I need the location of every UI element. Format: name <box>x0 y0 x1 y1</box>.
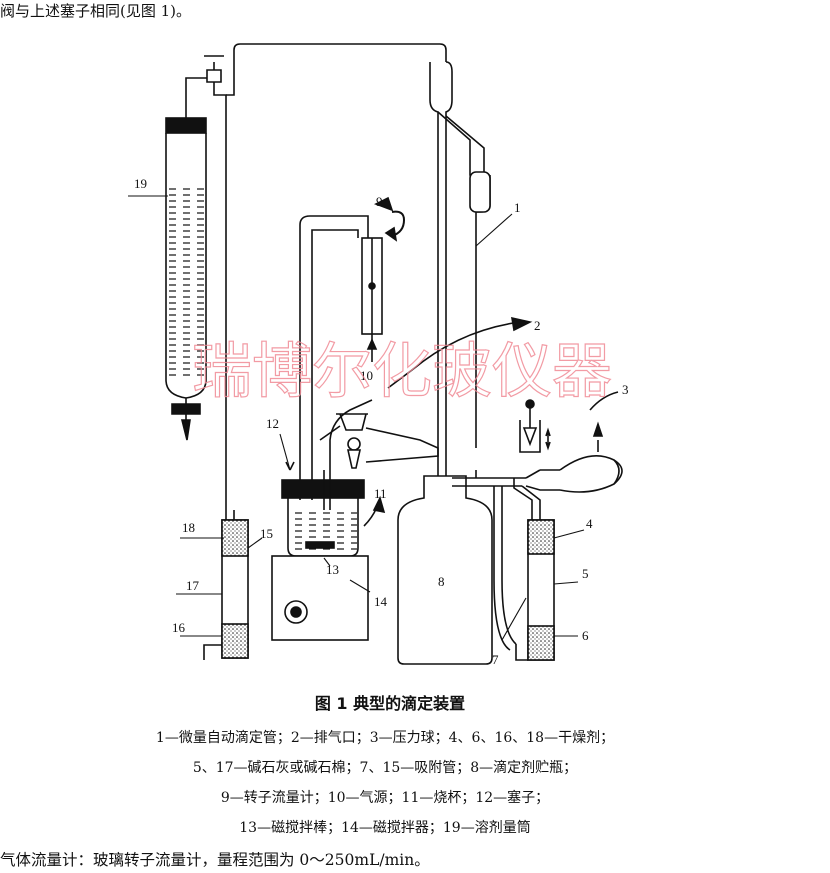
label-1: 1 <box>514 200 521 215</box>
label-6: 6 <box>582 628 589 643</box>
label-17: 17 <box>186 578 200 593</box>
label-12: 12 <box>266 416 279 431</box>
label-13: 13 <box>326 562 339 577</box>
legend-line: 5、17—碱石灰或碱石棉；7、15—吸附管；8—滴定剂贮瓶； <box>192 760 578 776</box>
connecting-tube-top <box>226 43 447 96</box>
legend-line: 13—磁搅拌棒；14—磁搅拌器；19—溶剂量筒 <box>239 820 531 836</box>
pressure-bulb <box>559 421 623 493</box>
label-7: 7 <box>492 652 499 667</box>
label-10: 10 <box>360 368 373 383</box>
micro-automatic-burette <box>429 61 491 470</box>
rotameter <box>299 196 406 500</box>
exhaust-tube <box>387 321 521 389</box>
solvent-measuring-cylinder <box>165 55 227 520</box>
label-2: 2 <box>534 318 541 333</box>
label-3: 3 <box>622 382 629 397</box>
label-19: 19 <box>134 176 147 191</box>
label-4: 4 <box>586 516 593 531</box>
titrant-reservoir-bottle <box>397 470 493 665</box>
gas-flowmeter-paragraph: 气体流量计：玻璃转子流量计，量程范围为 0～250mL/min。 <box>0 851 430 869</box>
legend-line: 9—转子流量计；10—气源；11—烧杯；12—塞子； <box>220 790 550 806</box>
beaker <box>281 399 373 557</box>
label-15: 15 <box>260 526 273 541</box>
label-8: 8 <box>438 574 445 589</box>
adsorption-tube-7 <box>527 519 555 661</box>
label-5: 5 <box>582 566 589 581</box>
adsorption-tube-15 <box>203 510 249 660</box>
titration-apparatus-diagram: 19 1 2 3 4 5 6 7 8 9 10 11 12 13 14 15 1… <box>128 43 629 667</box>
label-18: 18 <box>182 520 195 535</box>
label-11: 11 <box>374 486 387 501</box>
figure-caption: 图 1 典型的滴定装置 <box>314 694 466 713</box>
preceding-paragraph-text: 阀与上述塞子相同(见图 1)。 <box>0 2 192 20</box>
label-14: 14 <box>374 594 388 609</box>
label-9: 9 <box>376 194 383 209</box>
watermark-text: 瑞博尔化玻仪器 <box>192 337 612 407</box>
legend-line: 1—微量自动滴定管；2—排气口；3—压力球；4、6、16、18—干燥剂； <box>155 730 615 746</box>
magnetic-stirrer <box>271 555 369 641</box>
label-16: 16 <box>172 620 186 635</box>
